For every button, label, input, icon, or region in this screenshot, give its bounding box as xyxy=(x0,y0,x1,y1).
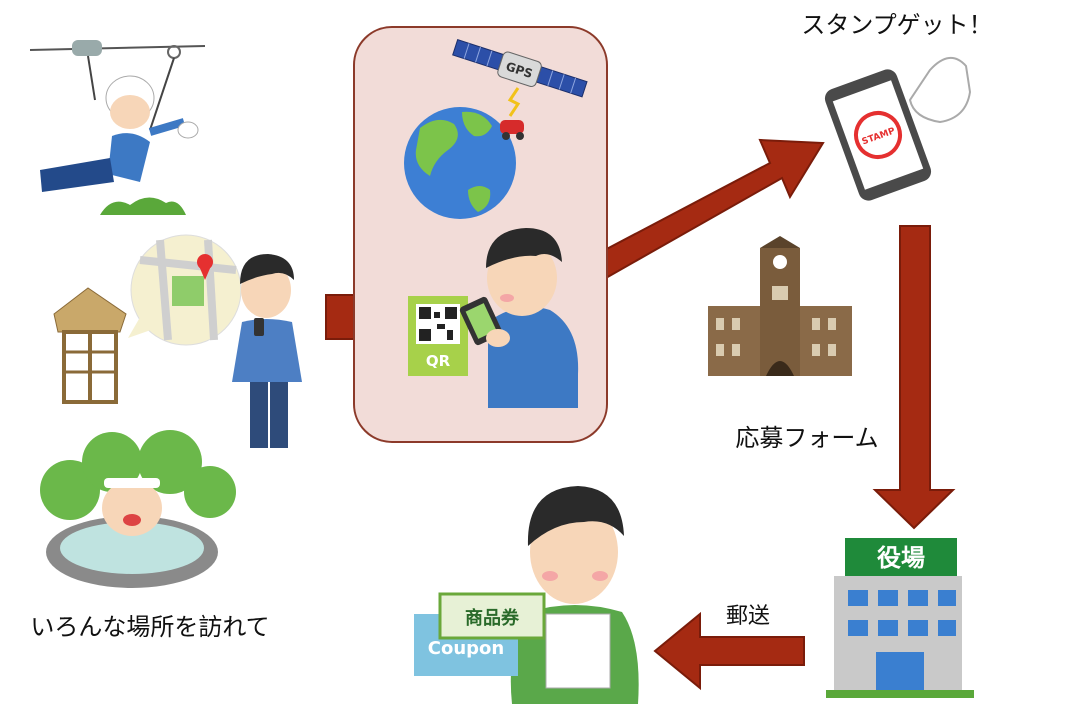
arrow-down-to-office xyxy=(872,225,956,530)
smartphone-stamp-icon: STAMP xyxy=(824,69,932,201)
zipline-person-icon xyxy=(29,40,206,215)
arrow-to-stamp xyxy=(580,138,825,285)
man-scanning-icon xyxy=(459,228,579,408)
man-with-phone-icon xyxy=(232,254,302,448)
gps-satellite-icon: GPS xyxy=(452,39,588,117)
stamp-get-label: スタンプゲット！ xyxy=(801,11,992,39)
office-sign-label: 役場 xyxy=(877,544,925,572)
stilt-house-icon xyxy=(53,287,127,404)
coupon-label: Coupon xyxy=(428,638,504,659)
map-pin-icon xyxy=(128,234,242,346)
globe-icon xyxy=(404,107,516,219)
voucher-label: 商品券 xyxy=(465,607,520,629)
university-building-icon xyxy=(708,236,852,376)
tapping-hand-icon xyxy=(908,57,972,124)
application-form-label: 応募フォーム xyxy=(735,424,878,452)
car-icon xyxy=(500,120,524,140)
arrow-to-recipient xyxy=(653,611,805,691)
qr-label: QR xyxy=(426,352,451,370)
visit-places-label: いろんな場所を訪れて xyxy=(30,613,269,641)
qr-code-icon: QR xyxy=(408,296,468,376)
onsen-person-icon xyxy=(40,430,236,588)
mail-label: 郵送 xyxy=(726,604,770,629)
man-with-voucher-icon: Coupon 商品券 xyxy=(414,486,639,704)
town-office-icon: 役場 xyxy=(826,538,974,698)
